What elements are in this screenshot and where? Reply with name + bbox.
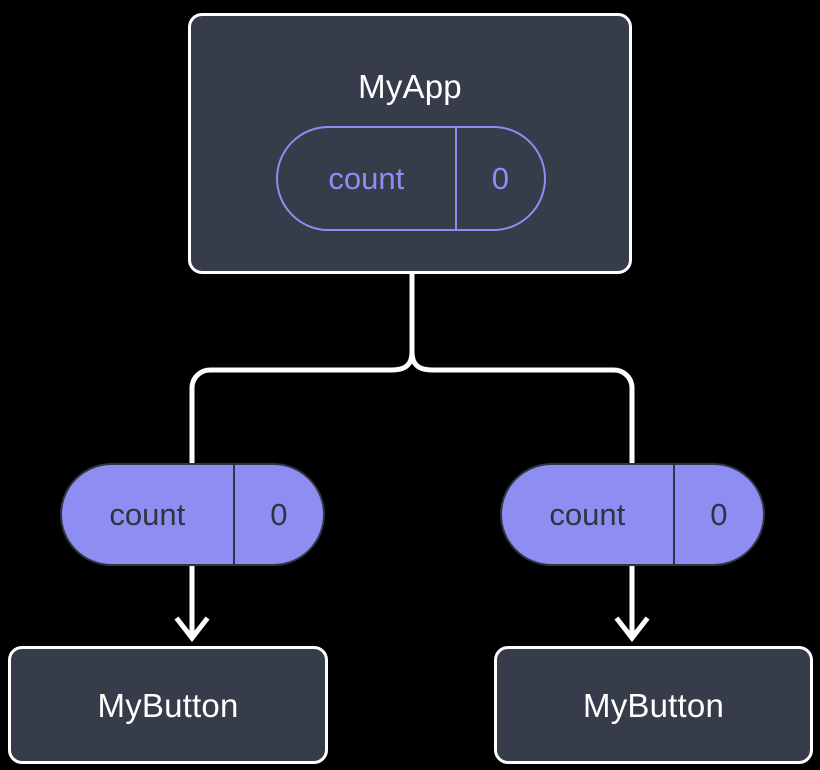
state-pill-key: count	[278, 128, 457, 229]
arrow-left-head	[174, 616, 210, 643]
component-title-mybutton: MyButton	[97, 686, 239, 724]
prop-pill-key: count	[502, 465, 675, 564]
component-node-mybutton-left[interactable]: MyButton	[8, 646, 328, 764]
state-pill-value: 0	[491, 161, 509, 196]
prop-pill-value: 0	[270, 497, 288, 532]
component-title-mybutton: MyButton	[583, 686, 724, 724]
prop-pill-right[interactable]: count 0	[500, 463, 765, 566]
state-pill-myapp[interactable]: count 0	[276, 126, 546, 231]
connector-fork-left	[189, 351, 415, 463]
arrow-right-head	[614, 616, 650, 643]
arrow-left	[174, 566, 210, 643]
prop-pill-value: 0	[710, 497, 728, 532]
prop-pill-left[interactable]: count 0	[60, 463, 325, 566]
connector-fork-right	[409, 351, 635, 463]
arrow-right	[614, 566, 650, 643]
component-node-mybutton-right[interactable]: MyButton	[494, 646, 813, 764]
component-title-myapp: MyApp	[358, 68, 462, 105]
prop-pill-key: count	[62, 465, 235, 564]
